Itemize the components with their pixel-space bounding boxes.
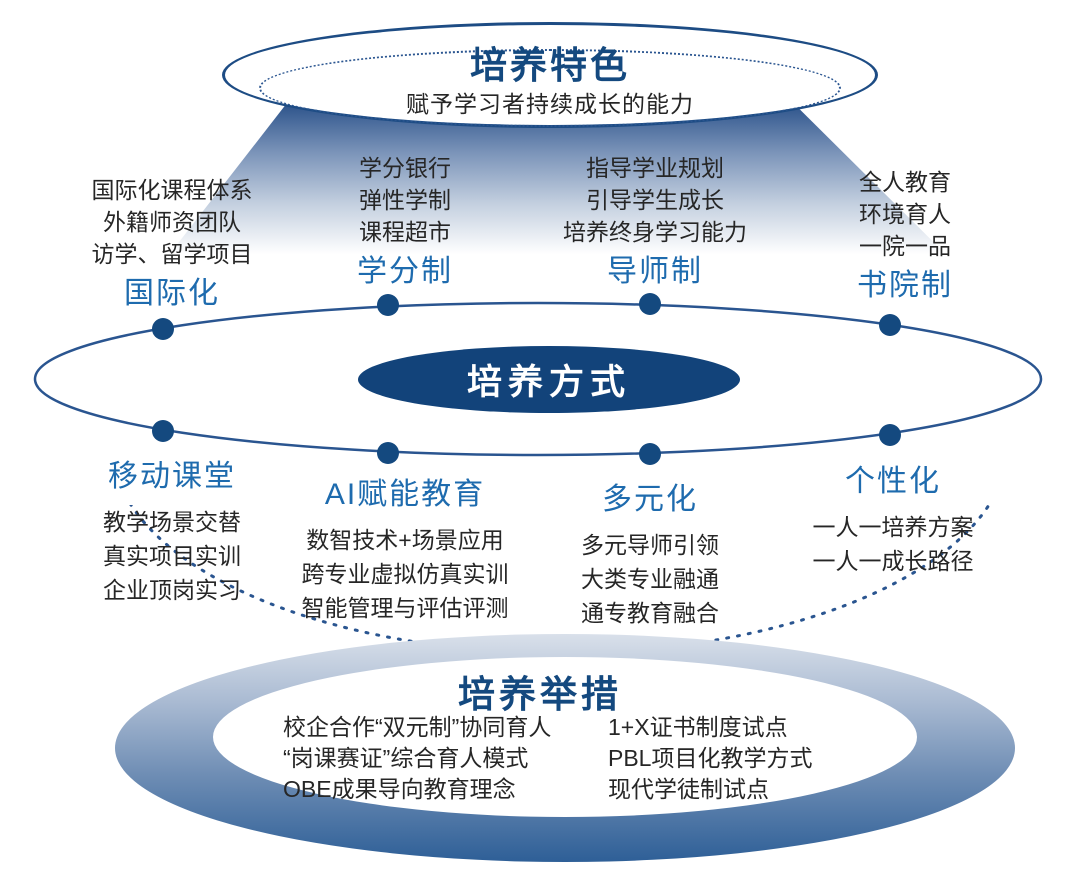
orbit-ellipse [33, 301, 1043, 457]
orbit-dot [152, 318, 174, 340]
feature-column-academy-system: 全人教育 环境育人 一院一品 书院制 [755, 166, 1055, 306]
orbit-dot [639, 293, 661, 315]
feature-item: 引导学生成长 [586, 187, 724, 213]
measures-column-right: 1+X证书制度试点 PBL项目化教学方式 现代学徒制试点 [608, 712, 908, 805]
orbit-dot [152, 420, 174, 442]
feature-item: 学分银行 [359, 155, 451, 181]
measure-item: 1+X证书制度试点 [608, 714, 788, 740]
top-ellipse: 培养特色 赋予学习者持续成长的能力 [222, 22, 878, 128]
feature-item: 外籍师资团队 [103, 209, 241, 235]
method-item: 一人一成长路径 [812, 548, 974, 574]
feature-item: 一院一品 [859, 233, 951, 259]
method-item: 智能管理与评估评测 [301, 595, 509, 621]
feature-label-credit-system: 学分制 [357, 255, 453, 288]
feature-item: 全人教育 [859, 169, 951, 195]
feature-label-academy-system: 书院制 [857, 269, 953, 302]
measure-item: PBL项目化教学方式 [608, 745, 813, 771]
feature-item: 访学、留学项目 [91, 241, 253, 267]
feature-item: 培养终身学习能力 [563, 219, 747, 245]
feature-item: 指导学业规划 [586, 155, 724, 181]
features-subtitle: 赋予学习者持续成长的能力 [406, 91, 694, 117]
method-column-mobile-classroom: 移动课堂 教学场景交替 真实项目实训 企业顶岗实习 [22, 457, 322, 607]
method-item: 教学场景交替 [103, 509, 241, 535]
orbit-dots [152, 293, 901, 465]
orbit-dot [879, 314, 901, 336]
orbit-dot [879, 424, 901, 446]
method-item: 大类专业融通 [581, 566, 719, 592]
feature-label-international: 国际化 [124, 277, 220, 310]
measure-item: OBE成果导向教育理念 [283, 776, 516, 802]
top-ellipse-dotted-border [259, 49, 841, 127]
orbit-dot [377, 294, 399, 316]
method-item: 数智技术+场景应用 [306, 527, 504, 553]
measures-column-left: 校企合作“双元制”协同育人 “岗课赛证”综合育人模式 OBE成果导向教育理念 [283, 712, 603, 805]
method-label-personalized: 个性化 [845, 465, 941, 498]
feature-column-credit-system: 学分银行 弹性学制 课程超市 学分制 [255, 152, 555, 292]
orbit-dot [639, 443, 661, 465]
method-column-ai-education: AI赋能教育 数智技术+场景应用 跨专业虚拟仿真实训 智能管理与评估评测 [255, 475, 555, 625]
orbit-dot [377, 442, 399, 464]
method-item: 通专教育融合 [581, 600, 719, 626]
feature-column-mentor-system: 指导学业规划 引导学生成长 培养终身学习能力 导师制 [505, 152, 805, 292]
section-title-features: 培养特色 [470, 45, 630, 86]
feature-item: 弹性学制 [359, 187, 451, 213]
feature-item: 课程超市 [359, 219, 451, 245]
feature-item: 国际化课程体系 [91, 177, 253, 203]
section-title-measures: 培养举措 [458, 674, 622, 715]
feature-label-mentor-system: 导师制 [607, 255, 703, 288]
method-column-diversified: 多元化 多元导师引领 大类专业融通 通专教育融合 [500, 480, 800, 630]
method-label-mobile-classroom: 移动课堂 [108, 460, 236, 493]
method-item: 企业顶岗实习 [103, 577, 241, 603]
method-item: 多元导师引领 [581, 532, 719, 558]
measure-item: 现代学徒制试点 [608, 776, 769, 802]
method-column-personalized: 个性化 一人一培养方案 一人一成长路径 [743, 462, 1043, 578]
feature-item: 环境育人 [859, 201, 951, 227]
method-label-diversified: 多元化 [602, 483, 698, 516]
feature-column-international: 国际化课程体系 外籍师资团队 访学、留学项目 国际化 [22, 174, 322, 314]
measure-item: “岗课赛证”综合育人模式 [283, 745, 529, 771]
method-label-ai-education: AI赋能教育 [324, 478, 486, 511]
method-item: 一人一培养方案 [812, 514, 974, 540]
method-item: 真实项目实训 [103, 543, 241, 569]
section-title-methods: 培养方式 [466, 363, 631, 402]
method-item: 跨专业虚拟仿真实训 [301, 561, 509, 587]
measure-item: 校企合作“双元制”协同育人 [283, 714, 552, 740]
bottom-ring [115, 634, 1015, 862]
center-ellipse: 培养方式 [358, 346, 740, 413]
